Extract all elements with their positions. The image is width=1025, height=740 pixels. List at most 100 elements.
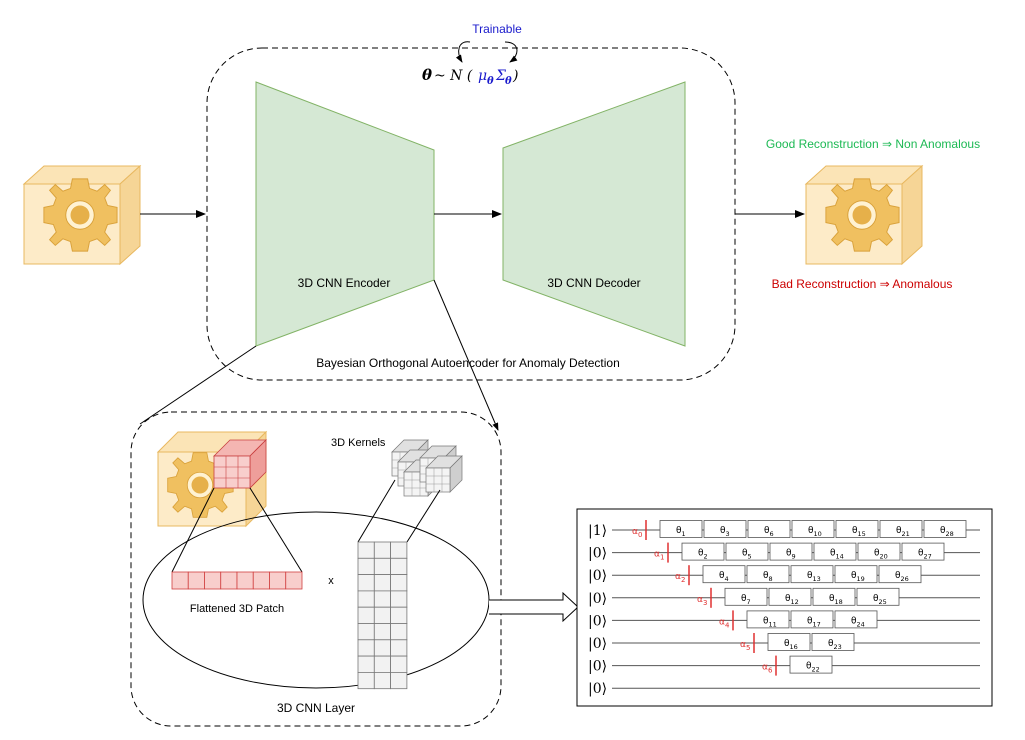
mu-symbol: μ	[478, 68, 487, 84]
alpha-label: α5	[740, 640, 750, 652]
qubit-ket-label: |0⟩	[588, 568, 607, 584]
matmul-ellipse	[142, 511, 490, 689]
patch-cell	[187, 571, 205, 590]
theta-gate	[923, 520, 967, 538]
theta-gate	[901, 542, 945, 561]
kernel-cell	[357, 590, 375, 608]
alpha-label: α6	[762, 663, 773, 675]
sigma-symbol: Σ	[495, 68, 506, 84]
alpha-label: α4	[719, 617, 730, 629]
theta-gate	[659, 520, 703, 538]
cnn-layer-boundary	[130, 411, 502, 727]
qubit-ket-label: |0⟩	[588, 659, 607, 675]
qubit-ket-label: |0⟩	[588, 636, 607, 652]
layer-label: 3D CNN Layer	[277, 701, 355, 715]
alpha-label: α3	[697, 595, 707, 607]
patch-cell	[269, 571, 287, 590]
patch-projection-left	[171, 487, 215, 573]
model-label: Bayesian Orthogonal Autoencoder for Anom…	[316, 356, 620, 370]
theta-gate	[767, 633, 811, 651]
autoencoder-group: Trainable θ ~ N ( μ θ Σ θ ) 3D CNN Encod…	[206, 22, 736, 381]
kernel-cell	[357, 606, 375, 624]
kernel-cell	[357, 623, 375, 641]
theta-label: θ7	[741, 594, 751, 606]
decoder-label: 3D CNN Decoder	[547, 276, 640, 290]
theta-gate	[769, 542, 813, 561]
kernel-cell	[373, 590, 391, 608]
kernel-cell	[390, 557, 408, 575]
theta-gate	[724, 587, 768, 606]
distribution-text: ~ N (	[434, 68, 473, 84]
red-patch-cube	[213, 439, 267, 489]
kernel-cell	[373, 557, 391, 575]
flattened-patch	[171, 571, 303, 590]
theta-gate	[812, 587, 856, 606]
qubit-ket-label: |0⟩	[588, 613, 607, 629]
kernel-cell	[390, 606, 408, 624]
qubit-ket-label: |0⟩	[588, 681, 607, 697]
theta-gate	[791, 520, 835, 538]
theta-gate	[703, 520, 747, 538]
mu-subscript: θ	[487, 76, 494, 87]
theta-gate	[746, 565, 790, 584]
patch-projection-right	[249, 487, 303, 573]
theta-label: θ1	[676, 526, 686, 538]
qubit-ket-label: |0⟩	[588, 546, 607, 562]
theta-gate	[834, 610, 878, 629]
bad-reconstruction-label: Bad Reconstruction ⇒ Anomalous	[772, 277, 953, 291]
theta-gate	[856, 587, 900, 606]
alpha-label: α1	[654, 550, 664, 562]
theta-gate	[702, 565, 746, 584]
theta-label: θ8	[763, 571, 773, 583]
to-circuit-arrow	[489, 591, 579, 623]
theta-label: θ4	[719, 571, 729, 583]
multiply-symbol: x	[328, 575, 334, 587]
kernels-label: 3D Kernels	[331, 437, 386, 449]
theta-gate	[789, 655, 833, 674]
kernel-cell	[390, 639, 408, 657]
kernel-cell	[373, 574, 391, 592]
sigma-subscript: θ	[505, 76, 512, 87]
zoom-line-left	[139, 345, 257, 425]
kernel-cell	[357, 574, 375, 592]
kernel-cell	[373, 623, 391, 641]
kernel-cell	[357, 639, 375, 657]
kernel-cell	[357, 655, 375, 673]
kernel-matrix	[357, 541, 408, 690]
close-paren: )	[512, 68, 518, 84]
kernel-cell	[373, 639, 391, 657]
kernel-cell	[373, 655, 391, 673]
encoder-shape	[255, 81, 435, 347]
theta-gate	[811, 633, 855, 651]
theta-gate	[879, 520, 923, 538]
kernel-cell	[373, 541, 391, 559]
trainable-arrow-mu	[455, 41, 471, 63]
circuit-frame	[576, 508, 993, 707]
kernel-cell	[357, 541, 375, 559]
theta-gate	[834, 565, 878, 584]
qubit-ket-label: |1⟩	[588, 523, 607, 539]
good-reconstruction-label: Good Reconstruction ⇒ Non Anomalous	[766, 137, 980, 151]
kernel-cell	[357, 672, 375, 690]
kernel-cube	[425, 455, 463, 493]
trainable-arrow-sigma	[504, 41, 518, 63]
theta-label: θ6	[764, 526, 774, 538]
kernel-stack	[391, 439, 463, 497]
zoom-line-right	[433, 279, 499, 431]
kernel-cell	[373, 672, 391, 690]
kernel-cell	[357, 557, 375, 575]
patch-gear-cube	[156, 430, 268, 528]
theta-label: θ9	[786, 549, 796, 561]
kernel-cell	[390, 574, 408, 592]
theta-gate	[878, 565, 922, 584]
theta-label: θ3	[720, 526, 730, 538]
alpha-label: α2	[675, 572, 685, 584]
cnn-layer-group: 3D Kernels Flattened 3D Patch x 3D CNN L…	[130, 411, 502, 727]
gear-icon	[825, 178, 900, 252]
patch-label: Flattened 3D Patch	[190, 603, 284, 615]
theta-gate	[857, 542, 901, 561]
patch-cell	[252, 571, 270, 590]
patch-cell	[285, 571, 303, 590]
